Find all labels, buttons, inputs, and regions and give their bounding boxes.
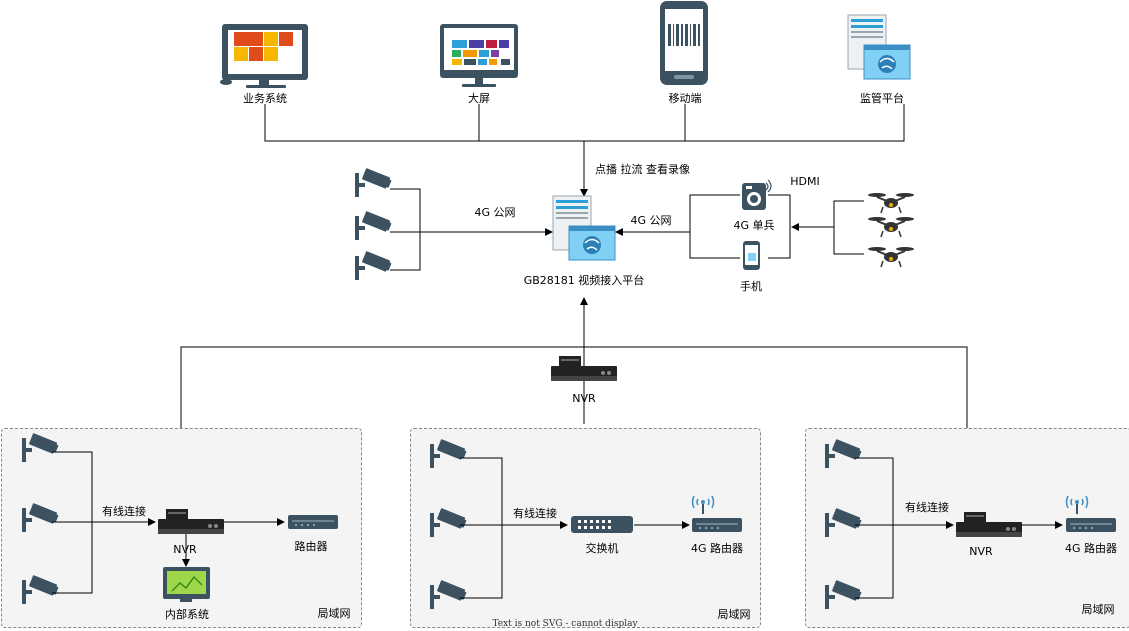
lan2-4g-router-icon: [692, 518, 742, 532]
switch-label: 交换机: [585, 542, 619, 555]
center-nvr-label: NVR: [572, 392, 596, 405]
camera-icon: [355, 210, 393, 240]
drone-icon: [867, 216, 915, 238]
platform-actions-label: 点播 拉流 查看录像: [595, 163, 690, 176]
camera-group-bracket: [390, 188, 421, 271]
phone-label: 手机: [740, 280, 762, 293]
lan-aggregation-line: [180, 346, 968, 428]
supervision-platform-server-icon: [847, 14, 911, 80]
camera-icon: [355, 250, 393, 280]
big-screen-monitor-icon: [440, 24, 518, 87]
lan3-nvr-icon: [956, 512, 1022, 537]
drone-icon: [867, 192, 915, 214]
phone-icon: [743, 241, 760, 270]
camera-icon: [22, 574, 60, 604]
lan3-camera-bracket: [855, 457, 894, 599]
lan1-router-icon: [288, 515, 338, 529]
hdmi-label: HDMI: [790, 175, 820, 188]
camera-icon: [430, 507, 468, 537]
supervision-platform-label: 监管平台: [860, 92, 904, 105]
lan3-wifi-icon: [1065, 495, 1089, 515]
lan1-router-label: 路由器: [294, 540, 328, 553]
lan2-wifi-icon: [691, 495, 715, 515]
lan1-label: 局域网: [317, 607, 351, 620]
camera-icon: [825, 579, 863, 609]
public-network-right-label: 4G 公网: [630, 214, 672, 227]
lan2-camera-bracket: [460, 457, 503, 599]
public-network-left-label: 4G 公网: [474, 206, 516, 219]
mobile-phone-icon: [660, 1, 708, 85]
soldier-phone-bracket: [768, 194, 791, 259]
lan2-label: 局域网: [717, 608, 751, 621]
lan3-wired-label: 有线连接: [905, 501, 949, 514]
internal-system-monitor-icon: [163, 567, 210, 602]
platform-label: GB28181 视频接入平台: [523, 274, 645, 287]
lan2-4g-router-label: 4G 路由器: [690, 542, 744, 555]
mobile-label: 移动端: [668, 92, 702, 105]
internal-system-label: 内部系统: [165, 608, 209, 621]
camera-icon: [430, 579, 468, 609]
drone-group-bracket: [833, 200, 864, 255]
lan2-wired-label: 有线连接: [513, 507, 557, 520]
lan3-label: 局域网: [1081, 603, 1115, 616]
camera-icon: [22, 502, 60, 532]
client-bus-line: [264, 104, 905, 142]
lan1-nvr-icon: [158, 509, 224, 534]
camera-icon: [825, 507, 863, 537]
lan1-wired-label: 有线连接: [102, 505, 146, 518]
big-screen-label: 大屏: [468, 92, 490, 105]
business-system-label: 业务系统: [243, 92, 287, 105]
mobile-devices-bracket: [689, 194, 740, 259]
soldier-4g-label: 4G 单兵: [733, 219, 775, 232]
gb28181-platform-server-icon: [552, 195, 616, 261]
camera-icon: [825, 438, 863, 468]
switch-icon: [571, 516, 633, 533]
soldier-4g-icon: [742, 179, 772, 210]
svg-notice-text: Text is not SVG - cannot display: [492, 619, 638, 629]
camera-icon: [22, 432, 60, 462]
lan1-nvr-label: NVR: [173, 543, 197, 556]
camera-icon: [430, 438, 468, 468]
drone-icon: [867, 246, 915, 268]
business-system-monitor-icon: [220, 24, 308, 88]
lan3-nvr-label: NVR: [969, 545, 993, 558]
lan3-4g-router-label: 4G 路由器: [1064, 542, 1118, 555]
camera-icon: [355, 167, 393, 197]
lan3-4g-router-icon: [1066, 518, 1116, 532]
